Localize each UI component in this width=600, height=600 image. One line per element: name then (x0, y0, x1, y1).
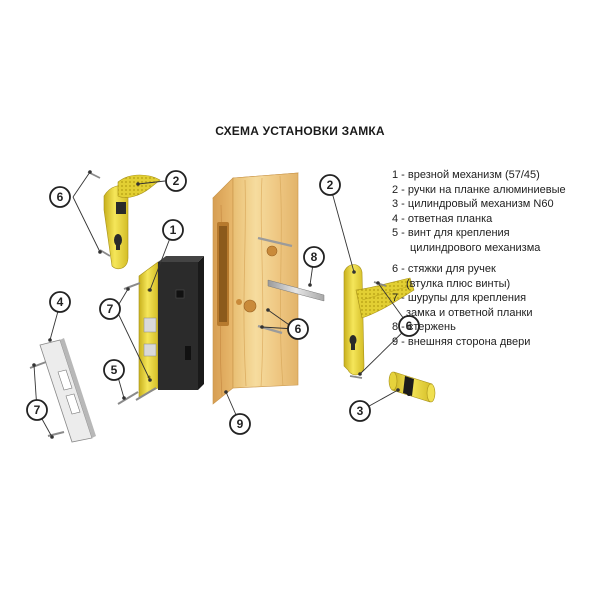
lock-latch (143, 317, 157, 333)
left-handle (103, 174, 161, 270)
svg-text:3: 3 (357, 404, 364, 418)
svg-text:7: 7 (107, 302, 114, 316)
svg-text:2: 2 (173, 174, 180, 188)
callout-1: 1 (162, 219, 184, 241)
left-handle-plate (103, 185, 129, 270)
legend-item-3: 3 - цилиндровый механизм N60 (392, 198, 554, 210)
callout-6b: 6 (287, 318, 309, 340)
legend-item-4: 4 - ответная планка (392, 212, 493, 225)
callout-7a: 7 (99, 298, 121, 320)
right-handle-lever (355, 277, 415, 319)
svg-text:7: 7 (34, 403, 41, 417)
callout-5: 5 (103, 359, 125, 381)
legend-item-7: 7 - шурупы для крепления (392, 292, 527, 304)
legend-item-2: 2 - ручки на планке алюминиевые (392, 183, 566, 196)
diagram-title: СХЕМА УСТАНОВКИ ЗАМКА (215, 124, 385, 138)
svg-text:8: 8 (311, 250, 318, 264)
svg-text:6: 6 (295, 322, 302, 336)
svg-text:4: 4 (57, 295, 64, 309)
door-spindle-hole (266, 245, 278, 257)
svg-text:1: 1 (170, 223, 177, 237)
legend-item-7-cont: замка и ответной планки (406, 306, 533, 319)
callout-6c: 6 (398, 315, 420, 337)
legend: 1 - врезной механизм (57/45) 2 - ручки н… (392, 168, 566, 349)
strike-plate (39, 338, 96, 443)
callout-4: 4 (49, 291, 71, 313)
right-handle (343, 264, 415, 376)
svg-text:6: 6 (406, 319, 413, 333)
svg-text:5: 5 (111, 363, 118, 377)
legend-item-8: 8 - стержень (392, 321, 456, 333)
callout-6a: 6 (49, 186, 71, 208)
spindle-rod (267, 279, 325, 302)
legend-item-5: 5 - винт для крепления (392, 227, 510, 239)
legend-item-6: 6 - стяжки для ручек (392, 263, 496, 275)
callout-3: 3 (349, 400, 371, 422)
legend-item-9: 9 - внешняя сторона двери (392, 335, 531, 348)
callout-2b: 2 (319, 174, 341, 196)
cylinder-mechanism (388, 371, 436, 403)
lock-case (158, 262, 198, 390)
callout-7b: 7 (26, 399, 48, 421)
left-handle-lever (117, 174, 161, 198)
callout-9: 9 (229, 413, 251, 435)
svg-text:2: 2 (327, 178, 334, 192)
door-hole-small (236, 299, 242, 305)
callout-8: 8 (303, 246, 325, 268)
svg-text:6: 6 (57, 190, 64, 204)
door-front-face (232, 172, 299, 389)
legend-item-6-cont: (втулка плюс винты) (406, 277, 511, 290)
door-mortise-inner (219, 226, 227, 322)
lock-bolt (143, 343, 157, 357)
legend-item-5-cont: цилиндрового механизма (410, 241, 541, 254)
callout-2a: 2 (165, 170, 187, 192)
legend-gap (392, 255, 566, 262)
door-block (212, 172, 299, 405)
right-handle-plate (343, 264, 365, 376)
mortise-lock (138, 256, 204, 399)
svg-text:9: 9 (237, 417, 244, 431)
door-cylinder-hole (243, 299, 257, 313)
screws (29, 171, 387, 437)
legend-item-1: 1 - врезной механизм (57/45) (392, 169, 540, 181)
